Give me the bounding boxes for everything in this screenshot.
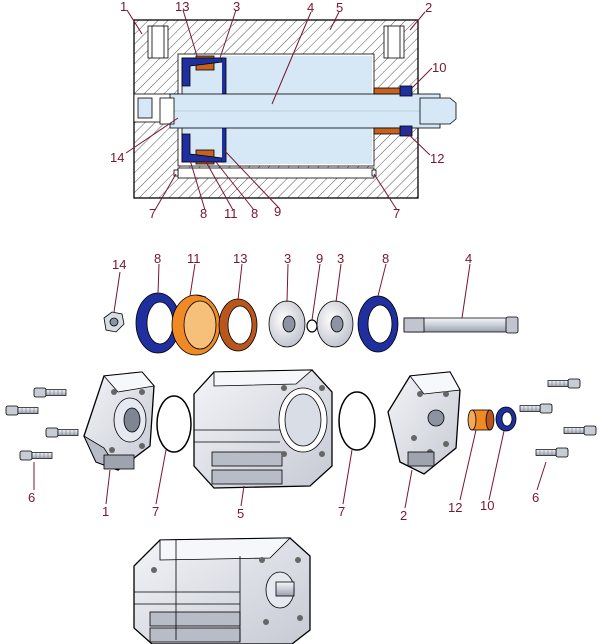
bronze-ring [218,298,258,352]
parts-row: 14 8 11 13 3 9 3 8 4 [103,251,519,356]
screw [19,450,53,461]
exploded-callout: 6 [532,490,539,505]
barrel [193,369,333,489]
screw [535,447,569,458]
assembled-view [133,537,311,644]
screw [33,387,67,398]
rod-end [275,581,295,597]
exploded-callout: 2 [400,508,407,523]
section-callout: 8 [251,206,258,221]
section-callout: 8 [200,206,207,221]
exploded-callout: 7 [338,504,345,519]
exploded-callout: 1 [102,504,109,519]
screw [563,425,597,436]
seal-ring-left [135,292,181,354]
exploded-row: 6 1 7 5 7 2 12 10 6 [5,369,597,523]
end-cap-right [387,371,461,475]
parts-callout: 13 [233,251,247,266]
piston-rod-part [403,316,519,334]
end-cap-left [83,371,155,471]
parts-callout: 4 [465,251,472,266]
o-ring-right [338,391,376,451]
parts-callout: 8 [382,251,389,266]
section-callout: 14 [110,150,124,165]
section-callout: 10 [432,60,446,75]
piston-disc-right [316,300,354,348]
parts-callout: 8 [154,251,161,266]
parts-callout: 3 [284,251,291,266]
section-callout: 7 [149,206,156,221]
section-callout: 9 [274,204,281,219]
parts-callout: 9 [316,251,323,266]
screw [45,427,79,438]
rod-seal [495,406,517,432]
screw [5,405,39,416]
parts-callout: 14 [112,257,126,272]
section-callout: 3 [233,0,240,14]
parts-callout: 11 [187,251,201,266]
section-callout: 13 [175,0,189,14]
section-callout: 7 [393,206,400,221]
section-callout: 4 [307,0,314,15]
exploded-callout: 6 [28,490,35,505]
exploded-callout: 7 [152,504,159,519]
bushing [467,409,495,431]
screw [519,403,553,414]
section-callout: 1 [120,0,127,14]
small-o-ring [306,319,318,333]
section-callout: 12 [430,151,444,166]
exploded-callout: 12 [448,500,462,515]
exploded-callout: 10 [480,498,494,513]
exploded-callout: 5 [237,506,244,521]
parts-callout: 3 [337,251,344,266]
piston-disc-left [268,300,306,348]
seal-ring-right [357,295,399,353]
o-ring-left [156,395,192,453]
section-callout: 11 [224,206,238,221]
wear-ring [171,294,221,356]
section-view: 1 13 3 4 5 2 10 14 12 7 8 11 8 9 7 [110,0,457,221]
screw [547,378,581,389]
section-callout: 5 [336,0,343,15]
nut-part [103,311,125,333]
section-callout: 2 [425,0,432,15]
